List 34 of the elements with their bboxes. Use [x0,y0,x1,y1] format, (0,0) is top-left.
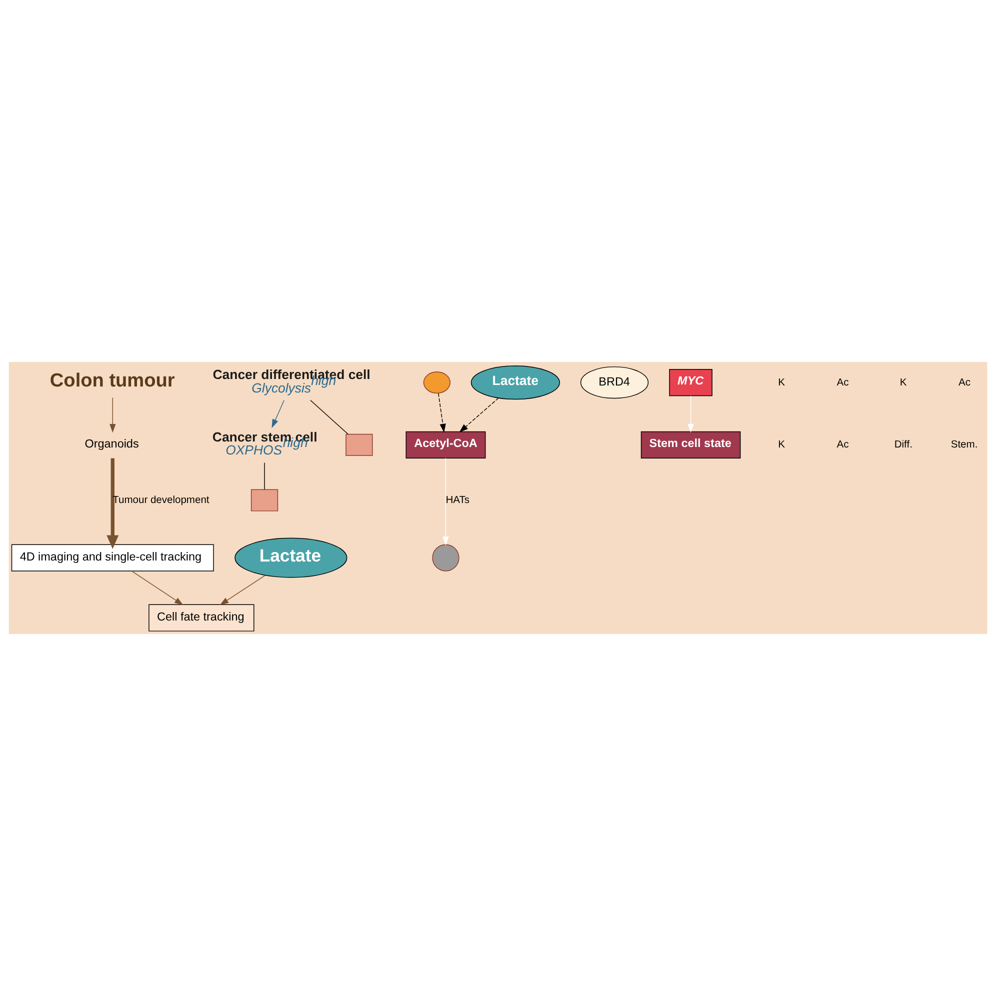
arrow [131,570,184,606]
connector [310,400,348,435]
arrow [442,458,449,546]
label: Ac [836,440,849,451]
label: Stem. [950,440,978,451]
arrow [220,575,266,606]
node-box [250,489,278,512]
node-ellipse: BRD4 [580,366,649,399]
label: K [778,440,785,451]
node-box: MYC [669,368,712,396]
arrow [110,397,116,433]
label: K [900,377,907,388]
label: Ac [836,377,849,388]
node-box: Acetyl-CoA [406,431,486,458]
node-text: Colon tumour [50,370,175,392]
node-box: Cell fate tracking [148,604,254,632]
arrow [459,398,499,432]
node-ellipse [423,372,450,394]
node-circle [432,544,460,572]
arrow [272,400,284,428]
node-text: Organoids [84,438,139,451]
label: K [778,377,785,388]
arrow [438,392,446,433]
edge-label: HATs [446,495,470,506]
node-ellipse: Lactate [470,365,560,400]
label: Diff. [894,440,912,451]
node-ellipse: Lactate [234,538,348,578]
arrow [688,396,694,433]
arrow [106,458,119,549]
connector [264,462,265,490]
node-box: 4D imaging and single-cell tracking [11,544,214,572]
node-box: Stem cell state [640,431,741,458]
label: Ac [958,377,971,388]
node-box [346,434,373,456]
